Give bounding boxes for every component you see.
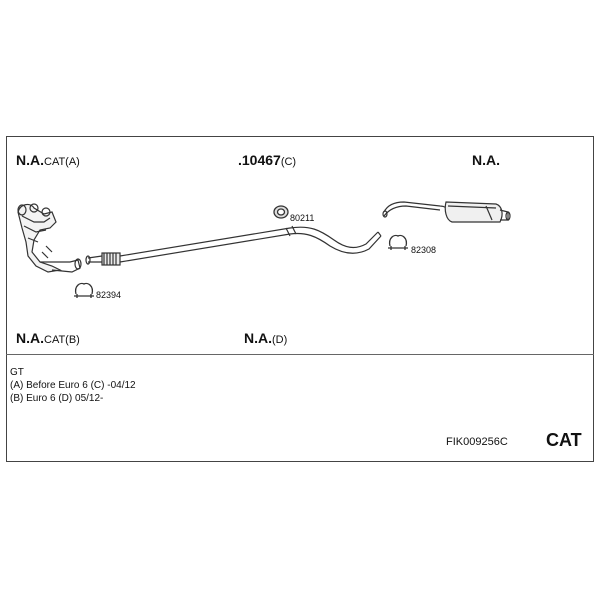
rubber-hanger-80211: [273, 205, 289, 219]
note-line: (B) Euro 6 (D) 05/12-: [10, 393, 104, 404]
label-bottom-middle: N.A.(D): [244, 330, 288, 346]
notes: GT (A) Before Euro 6 (C) -04/12 (B) Euro…: [10, 366, 136, 405]
note-line: GT: [10, 367, 24, 378]
note-line: (A) Before Euro 6 (C) -04/12: [10, 380, 136, 391]
kit-code: FIK009256C: [446, 436, 508, 448]
clamp-82308: [388, 234, 408, 250]
label-bottom-left: N.A.CAT(B): [16, 330, 80, 346]
exhaust-manifold: [17, 203, 82, 273]
section-divider: [6, 354, 594, 355]
label-top-middle: .10467(C): [238, 152, 297, 168]
rear-silencer: [382, 201, 511, 223]
part-number-82394: 82394: [96, 290, 122, 300]
flex-joint: [85, 252, 121, 266]
part-number-80211: 80211: [290, 213, 315, 223]
label-top-left: N.A.CAT(A): [16, 152, 80, 168]
diagram-frame: [6, 136, 594, 462]
part-number-82308: 82308: [411, 245, 437, 255]
label-top-right: N.A.: [472, 152, 500, 168]
middle-pipe: [119, 225, 382, 263]
category-label: CAT: [546, 430, 582, 450]
clamp-82394: [74, 282, 94, 298]
